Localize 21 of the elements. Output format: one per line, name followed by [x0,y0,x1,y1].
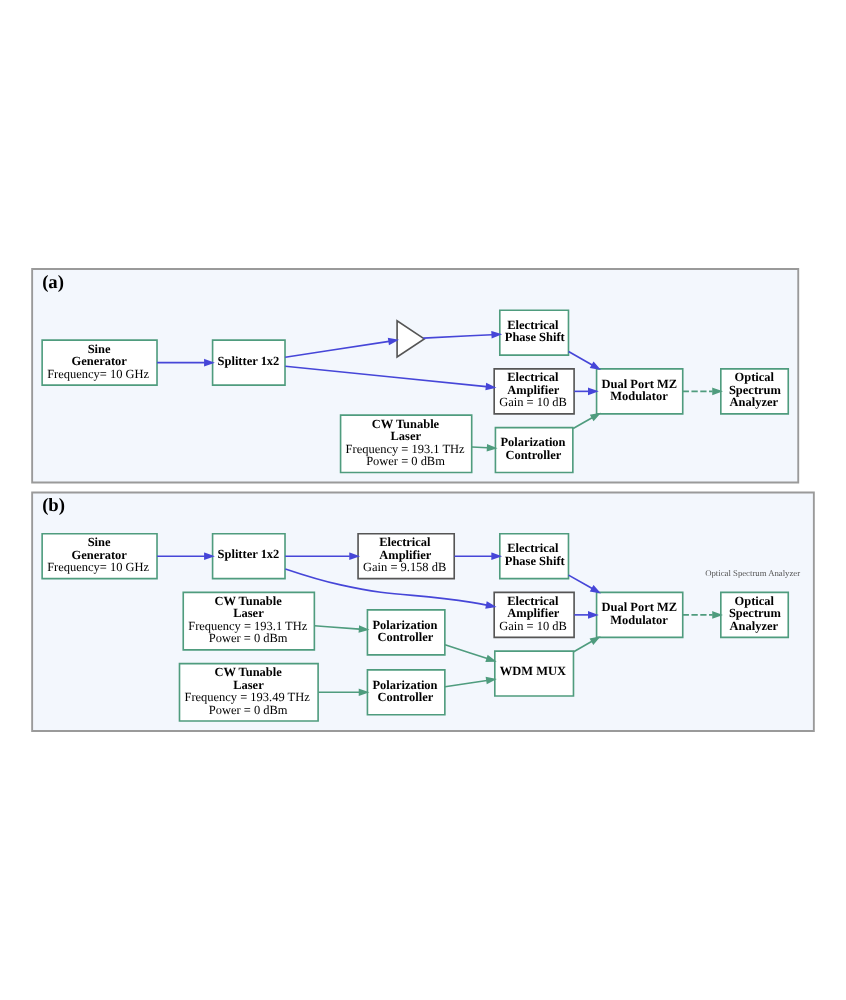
arrow [156,552,215,560]
arrow [284,365,497,391]
arrow [422,330,503,339]
arrow [313,625,370,633]
arrow [284,337,399,359]
arrow [567,350,601,371]
arrow [471,444,498,452]
arrow [284,552,361,560]
arrow [572,412,602,430]
arrow [156,358,215,367]
arrow [317,688,370,697]
arrow [444,676,497,688]
arrow [284,568,497,609]
arrow [567,574,601,594]
arrow [444,643,497,662]
arrow [681,387,723,396]
arrow [681,611,723,619]
arrow [453,552,503,560]
arrow [573,611,599,619]
node-triangle [396,319,426,359]
arrow [572,636,601,653]
